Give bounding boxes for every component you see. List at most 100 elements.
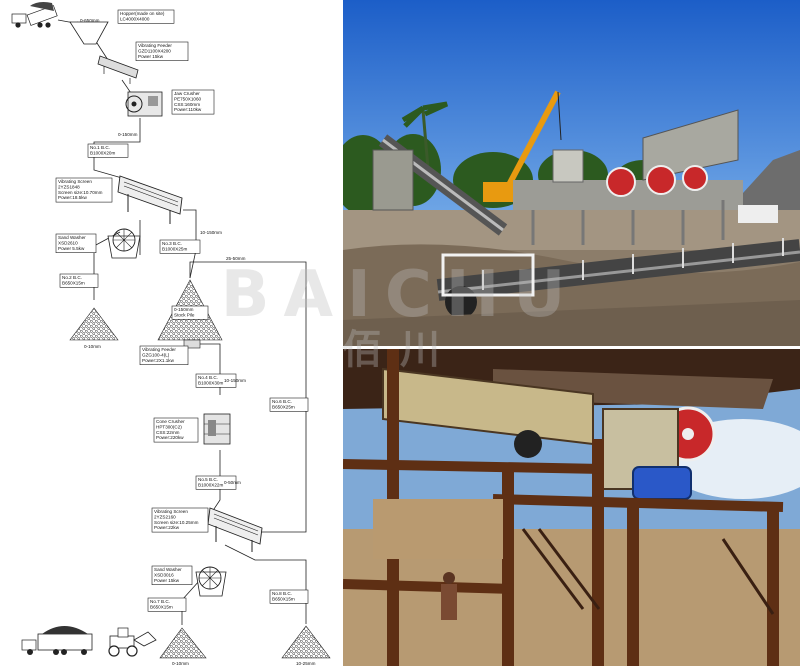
label-box [147, 597, 187, 612]
equipment-label-bc4: No.4 B.C.B1000X30m [195, 373, 237, 388]
label-line: Power:2X1.1kw [142, 358, 175, 363]
label-box [117, 9, 175, 24]
vibrating-screen-icon [117, 175, 183, 224]
label-line: Power:110kw [174, 107, 202, 112]
label-line: 2YZS1848 [58, 184, 80, 189]
label-box [171, 305, 209, 320]
label-line: Power 15kw [138, 54, 164, 59]
label-line: 2YZS2160 [154, 514, 176, 519]
equipment-label-hopper: Hopper(made on site)LC4000X4000 [117, 9, 175, 24]
label-box [55, 233, 97, 254]
label-line: Sand Washer [58, 235, 86, 240]
label-line: Power:18.5kw [58, 195, 88, 200]
label-line: No.1 B.C. [90, 145, 110, 150]
product-label: 0-10mm [84, 344, 101, 349]
label-line: LC4000X4000 [120, 16, 150, 21]
label-line: No.8 B.C. [272, 591, 292, 596]
vibrating-feeder-icon [97, 55, 139, 84]
label-line: Sand Washer [154, 567, 182, 572]
equipment-label-cone-crusher: Cone CrusherHPT300(C2)CSS:22mmPower:220k… [153, 417, 199, 443]
label-line: Power:220kw [156, 435, 184, 440]
label-line: HPT300(C2) [156, 424, 182, 429]
label-line: PE750X1060 [174, 96, 202, 101]
flow-label-screen1-over: 10-150mm [200, 230, 222, 235]
label-box [159, 239, 201, 254]
label-line: Vibrating Feeder [142, 347, 176, 352]
label-box [87, 143, 129, 158]
label-line: XSD2610 [58, 240, 78, 245]
label-box [135, 41, 189, 62]
product-label: 0-10mm [172, 661, 189, 666]
equipment-label-bc1: No.1 B.C.B1000X20m [87, 143, 129, 158]
label-line: CSS:160mm [174, 102, 200, 107]
crushing-plant-photo-bottom [343, 349, 800, 666]
label-line: 0-150mm [174, 307, 194, 312]
label-box [55, 177, 113, 203]
label-box [195, 373, 237, 388]
label-line: Hopper(made on site) [120, 11, 165, 16]
product-pile-icon [281, 625, 331, 659]
label-line: GZG100-4(L) [142, 352, 170, 357]
equipment-label-bc6: No.6 B.C.B650X25m [269, 397, 309, 412]
label-line: Screen size:10.25mm [154, 520, 199, 525]
label-line: Vibrating Screen [58, 179, 92, 184]
jaw-crusher-icon [125, 91, 163, 117]
sand-washer-icon [195, 566, 227, 597]
product-pile-icon [69, 307, 119, 341]
label-box [269, 397, 309, 412]
label-line: No.2 B.C. [62, 275, 82, 280]
label-line: B650X15m [62, 280, 85, 285]
dump-truck-icon [11, 2, 58, 28]
flow-label-feeder2-out: 10-150mm [224, 378, 246, 383]
label-line: B1000X25m [162, 246, 187, 251]
label-line: Stock Pile [174, 312, 195, 317]
label-line: XSD3016 [154, 572, 174, 577]
equipment-label-bc2: No.2 B.C.B650X15m [59, 273, 99, 288]
label-line: Cone Crusher [156, 419, 185, 424]
equipment-label-jaw-crusher: Jaw CrusherPE750X1060CSS:160mmPower:110k… [171, 89, 215, 115]
hopper-icon [69, 21, 109, 45]
label-line: Jaw Crusher [174, 91, 200, 96]
label-line: Power 15kw [154, 578, 180, 583]
label-line: No.6 B.C. [272, 399, 292, 404]
label-line: No.5 B.C. [198, 477, 218, 482]
label-line: No.7 B.C. [150, 599, 170, 604]
label-line: CSS:22mm [156, 430, 180, 435]
label-line: Power:22kw [154, 525, 180, 530]
label-line: Power 5.5kw [58, 246, 85, 251]
label-box [151, 565, 193, 586]
label-line: Vibrating Feeder [138, 43, 172, 48]
equipment-label-bc7: No.7 B.C.B650X15m [147, 597, 187, 612]
flow-label-jaw-out: 0-150mm [118, 132, 138, 137]
label-line: B650X15m [150, 604, 173, 609]
label-box [171, 89, 215, 115]
truck-loader-icon [21, 626, 157, 657]
label-box [195, 475, 237, 490]
equipment-label-bc8: No.8 B.C.B650X15m [269, 589, 309, 604]
label-line: B650X25m [272, 404, 295, 409]
label-line: Screen size:10.70mm [58, 190, 103, 195]
equipment-label-bc3: No.3 B.C.B1000X25m [159, 239, 201, 254]
label-line: No.4 B.C. [198, 375, 218, 380]
label-line: B650X15m [272, 596, 295, 601]
crushing-plant-photo-top [343, 0, 800, 346]
label-box [153, 417, 199, 443]
label-line: GZD1100X4200 [138, 48, 171, 53]
cone-crusher-icon [203, 413, 231, 445]
sand-washer-icon [107, 228, 141, 259]
vibrating-screen-icon [207, 507, 263, 552]
label-line: B1000X30m [198, 380, 223, 385]
label-box [59, 273, 99, 288]
product-label: 10-25mm [296, 661, 316, 666]
label-line: B1000X20m [90, 150, 115, 155]
product-pile-icon [159, 627, 207, 659]
flow-label-recirc: 25-50mm [226, 256, 246, 261]
